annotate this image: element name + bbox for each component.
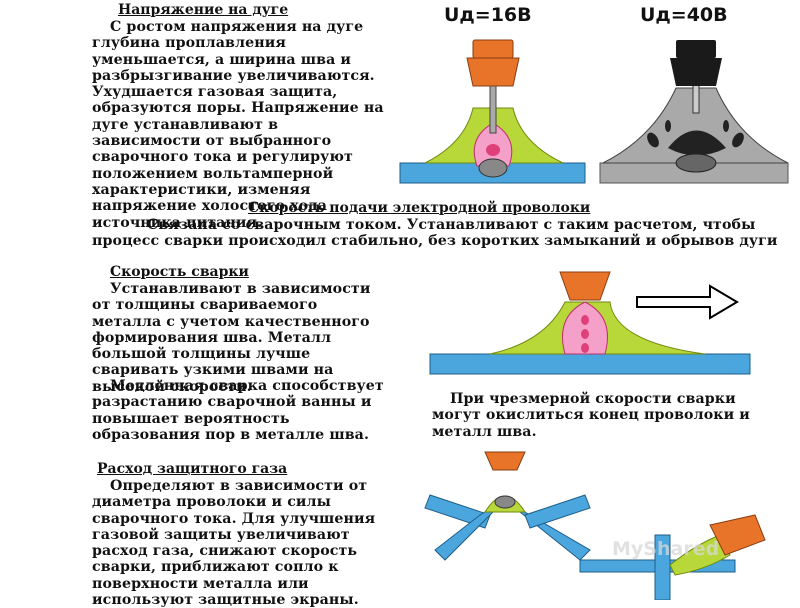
welding-speed-illustration xyxy=(429,271,751,375)
gas-flow-paragraph: Определяют в зависимости от диаметра про… xyxy=(92,478,376,608)
section-heading-welding-speed: Скорость сварки xyxy=(110,264,249,280)
arc-40v-illustration xyxy=(599,40,789,184)
arc-16v-illustration xyxy=(399,39,586,184)
gas-shield-screens-illustration xyxy=(424,451,766,600)
watermark: MyShared xyxy=(612,538,720,560)
arc-voltage-paragraph: С ростом напряжения на дуге глубина проп… xyxy=(92,19,384,231)
voltage-label-40v: Uд=40В xyxy=(640,4,728,26)
voltage-label-16v: Uд=16В xyxy=(444,4,532,26)
section-heading-gas-flow: Расход защитного газа xyxy=(97,461,288,477)
section-heading-arc-voltage: Напряжение на дуге xyxy=(118,2,289,18)
wire-feed-paragraph: Связана со сварочным током. Устанавливаю… xyxy=(92,217,778,250)
welding-speed-paragraph-2: Медленная сварка способствует разрастани… xyxy=(92,378,384,443)
section-heading-wire-feed: Скорость подачи электродной проволоки xyxy=(248,200,591,216)
welding-speed-paragraph-1: Устанавливают в зависимости от толщины с… xyxy=(92,281,371,395)
welding-speed-caption: При чрезмерной скорости сварки могут оки… xyxy=(432,391,750,440)
